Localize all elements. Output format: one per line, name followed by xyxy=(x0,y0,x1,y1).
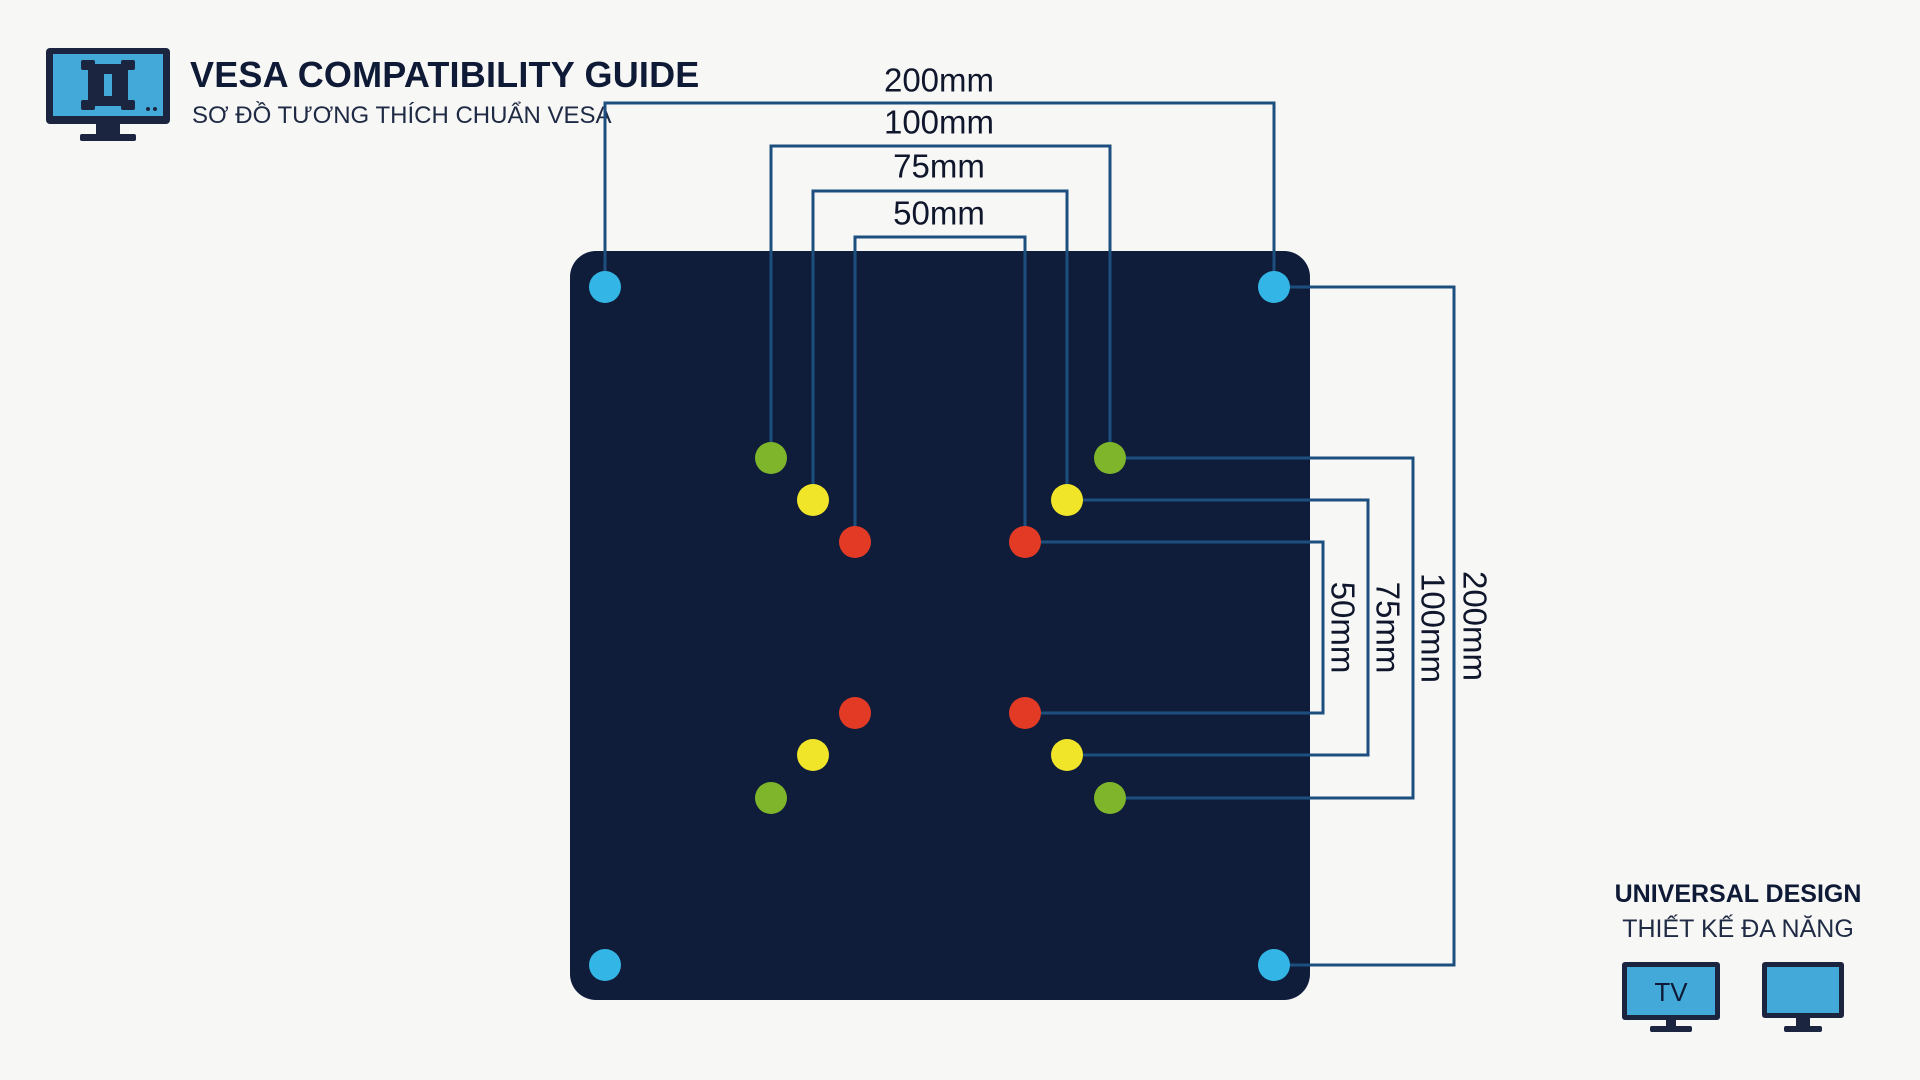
hole-75-bottom-right xyxy=(1051,739,1083,771)
hole-200-bottom-left xyxy=(589,949,621,981)
page-title: VESA COMPATIBILITY GUIDE xyxy=(190,54,700,95)
hole-75-top-left xyxy=(797,484,829,516)
hole-50-bottom-left xyxy=(839,697,871,729)
hole-75-top-right xyxy=(1051,484,1083,516)
hole-100-top-right xyxy=(1094,442,1126,474)
side-dim-label-75: 75mm xyxy=(1369,582,1406,674)
top-dim-label-50: 50mm xyxy=(893,195,985,232)
device-icons: TV xyxy=(1620,960,1860,1040)
top-dim-label-75: 75mm xyxy=(893,148,985,185)
hole-50-bottom-right xyxy=(1009,697,1041,729)
side-dim-label-200: 200mm xyxy=(1456,571,1493,681)
page-subtitle: SƠ ĐỒ TƯƠNG THÍCH CHUẨN VESA xyxy=(192,102,612,129)
hole-50-top-right xyxy=(1009,526,1041,558)
hole-100-bottom-left xyxy=(755,782,787,814)
universal-design-title: UNIVERSAL DESIGN xyxy=(1614,880,1862,908)
tv-label: TV xyxy=(1654,977,1688,1007)
header: VESA COMPATIBILITY GUIDE SƠ ĐỒ TƯƠNG THÍ… xyxy=(44,46,764,156)
monitor-mount-icon xyxy=(46,48,170,141)
hole-200-bottom-right xyxy=(1258,949,1290,981)
side-bracket-50 xyxy=(1025,540,1325,715)
side-bracket-75 xyxy=(1067,498,1370,757)
monitor-icon xyxy=(1762,962,1844,1032)
top-bracket-75 xyxy=(811,189,1069,500)
top-dim-label-200: 200mm xyxy=(884,62,994,99)
hole-200-top-right xyxy=(1258,271,1290,303)
top-bracket-200 xyxy=(603,101,1276,287)
top-dim-label-100: 100mm xyxy=(884,104,994,141)
hole-100-bottom-right xyxy=(1094,782,1126,814)
mounting-plate xyxy=(570,251,1310,1000)
top-bracket-50 xyxy=(853,235,1027,542)
side-bracket-100 xyxy=(1110,456,1415,800)
side-dim-label-50: 50mm xyxy=(1324,582,1361,674)
side-dim-label-100: 100mm xyxy=(1414,573,1451,683)
hole-200-top-left xyxy=(589,271,621,303)
side-bracket-200 xyxy=(1274,285,1456,967)
tv-icon: TV xyxy=(1622,962,1720,1032)
top-bracket-100 xyxy=(769,144,1112,458)
universal-design-block: UNIVERSAL DESIGN THIẾT KẾ ĐA NĂNG xyxy=(1608,880,1868,944)
hole-75-bottom-left xyxy=(797,739,829,771)
hole-100-top-left xyxy=(755,442,787,474)
hole-50-top-left xyxy=(839,526,871,558)
universal-design-subtitle: THIẾT KẾ ĐA NĂNG xyxy=(1622,915,1854,943)
